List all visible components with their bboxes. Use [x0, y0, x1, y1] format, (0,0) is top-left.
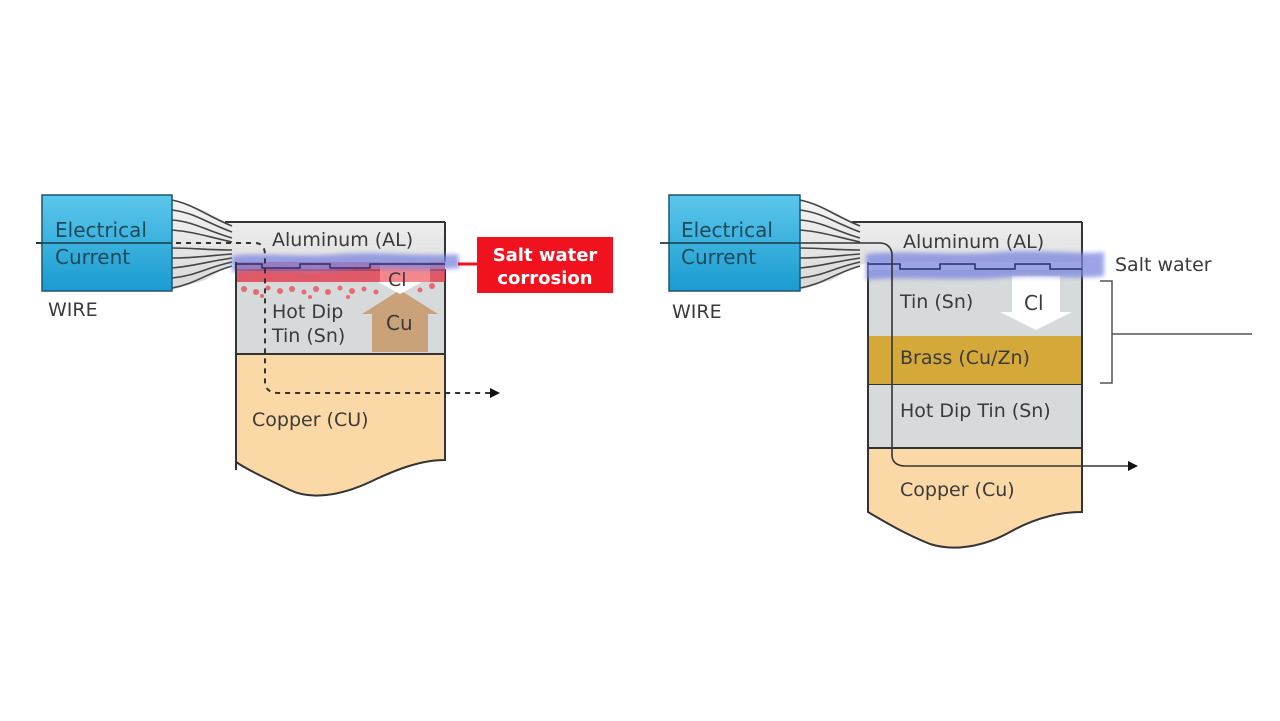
copper-label: Copper (Cu): [900, 479, 1015, 501]
callout-line2: corrosion: [497, 268, 592, 289]
wire-box-label-line2: Current: [681, 245, 756, 269]
wire-strands: [171, 199, 233, 289]
layer-bracket: [1100, 280, 1113, 384]
copper-layer: [867, 447, 1083, 549]
current-path-dashed: [36, 242, 500, 398]
copper-layer: [235, 353, 446, 497]
corrosion-particles: [241, 283, 435, 299]
hot-dip-tin-label: Hot Dip Tin (Sn): [900, 400, 1051, 422]
wire-box-label-line2: Current: [55, 245, 130, 269]
interface-line: [236, 263, 445, 269]
wire-strands: [799, 199, 861, 289]
brass-label: Brass (Cu/Zn): [900, 347, 1030, 369]
chloride-arrow: [1000, 276, 1072, 330]
callout-line1: Salt water: [493, 245, 598, 266]
tin-label: Tin (Sn): [899, 291, 973, 313]
chloride-arrow: [378, 282, 422, 294]
chloride-label: Cl: [388, 269, 407, 291]
tin-label-line2: Tin (Sn): [271, 325, 345, 347]
right-diagram: Electrical Current WIRE Aluminum (AL) Sa…: [660, 194, 1252, 549]
copper-migration-label: Cu: [386, 311, 413, 335]
wire-box-label-line1: Electrical: [681, 218, 773, 242]
tin-label-line1: Hot Dip: [272, 301, 343, 323]
current-path-solid: [660, 242, 1138, 471]
chloride-label: Cl: [1024, 291, 1044, 315]
salt-water-corrosion-callout: [477, 237, 613, 293]
aluminum-label: Aluminum (AL): [903, 231, 1044, 253]
wire-box-label-line1: Electrical: [55, 218, 147, 242]
wire-label: WIRE: [48, 299, 98, 321]
interface-line: [868, 263, 1082, 270]
wire-label: WIRE: [672, 301, 722, 323]
salt-water-label: Salt water: [1115, 254, 1212, 276]
salt-water-band: [866, 251, 1104, 280]
left-diagram: Electrical Current WIRE Aluminum (AL) Ho…: [36, 194, 613, 497]
copper-migration-arrow: [362, 290, 438, 352]
aluminum-label: Aluminum (AL): [272, 229, 413, 251]
brass-layer: [868, 336, 1082, 384]
salt-water-band: [232, 253, 460, 272]
copper-label: Copper (CU): [252, 409, 369, 431]
